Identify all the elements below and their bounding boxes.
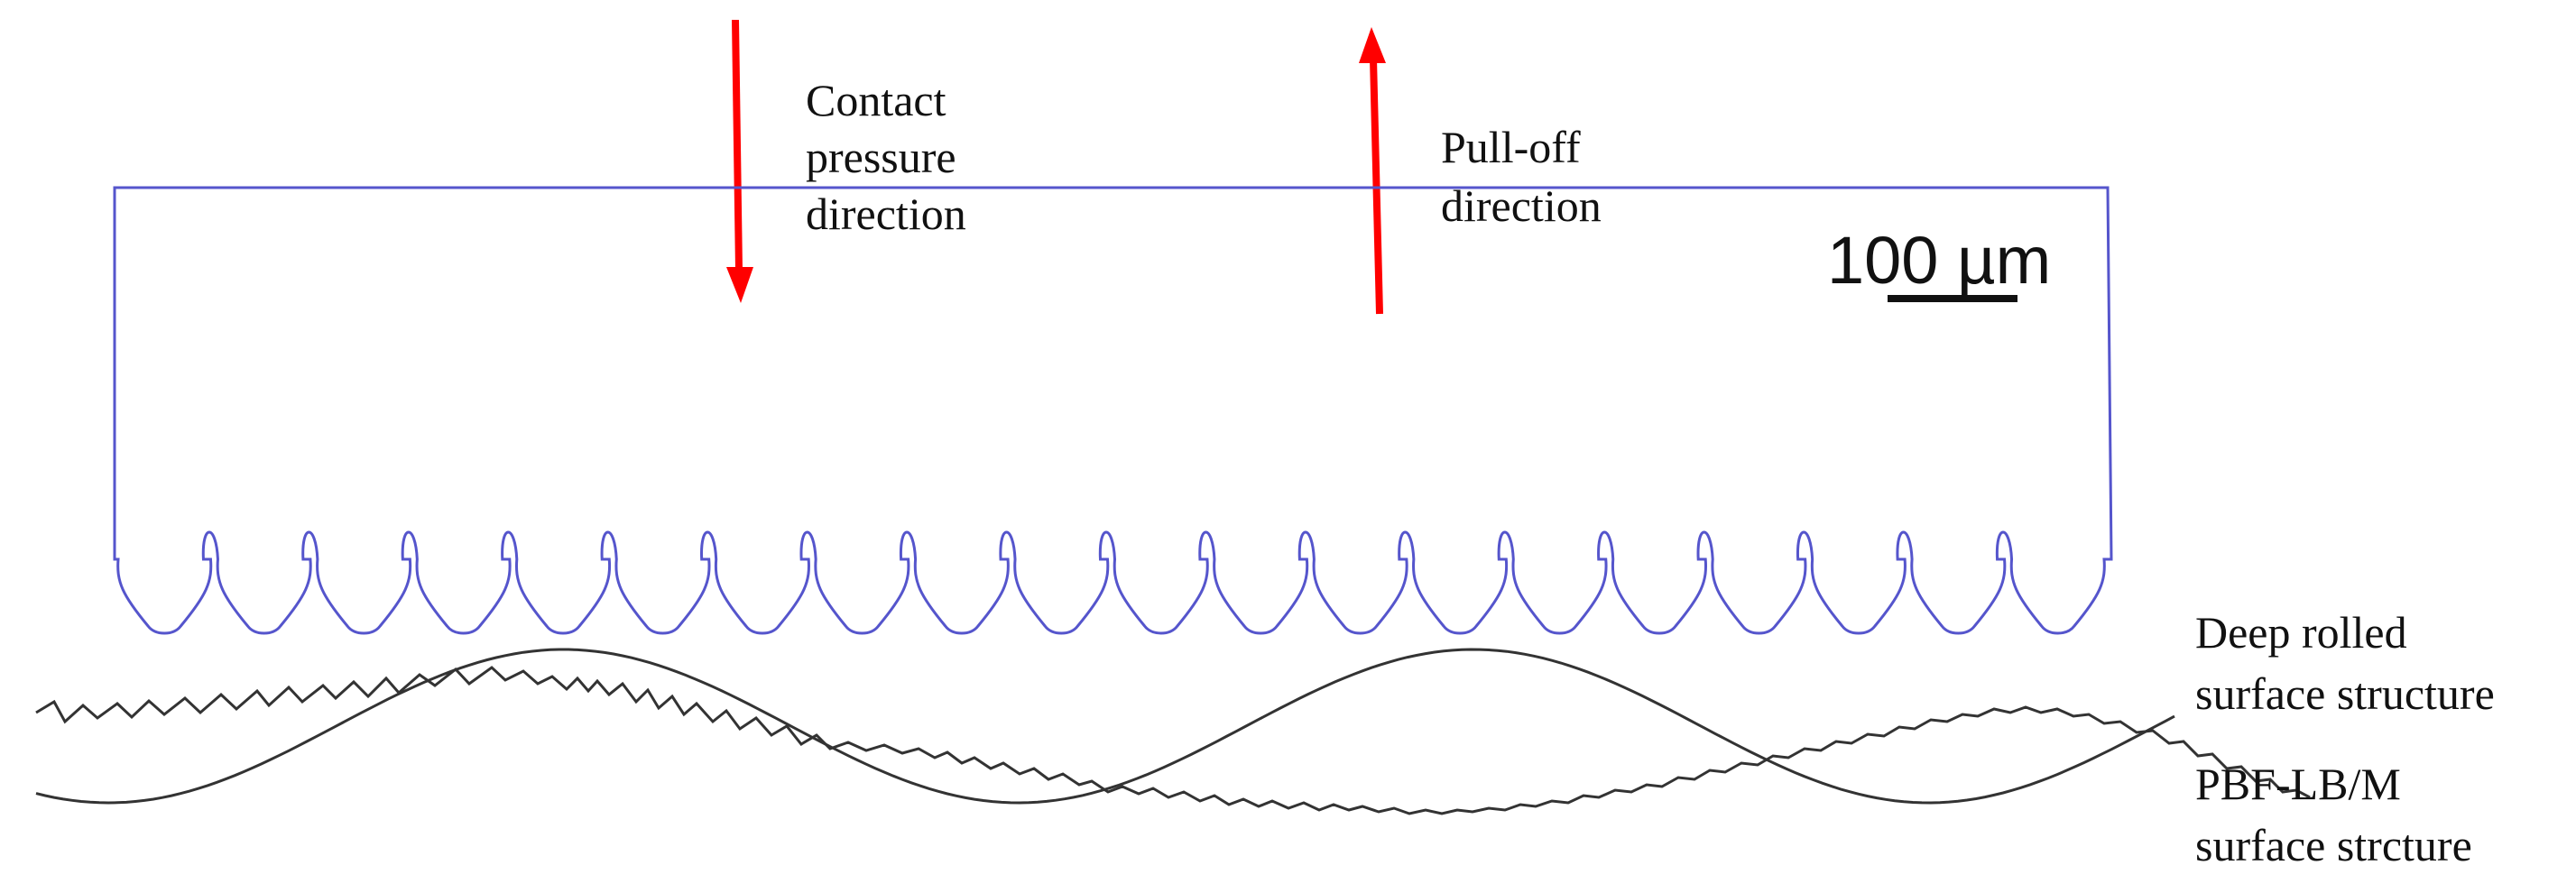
pbf-surface-curve [35, 666, 2311, 815]
contact-pressure-label: Contact pressure direction [806, 75, 967, 239]
contact-arrow-down-icon [726, 19, 753, 303]
deep-rolled-surface-curve [35, 648, 2175, 805]
pbf-surface-label: PBF-LB/M surface strcture [2195, 759, 2472, 870]
deep-rolled-label: Deep rolled surface structure [2195, 607, 2495, 719]
beam-outline [113, 186, 2113, 635]
scale-label: 100 µm [1827, 223, 2051, 298]
pull-off-label: Pull-off direction [1441, 122, 1602, 231]
scale-bar [1888, 295, 2017, 302]
pulloff-arrow-up-icon [1359, 27, 1386, 315]
